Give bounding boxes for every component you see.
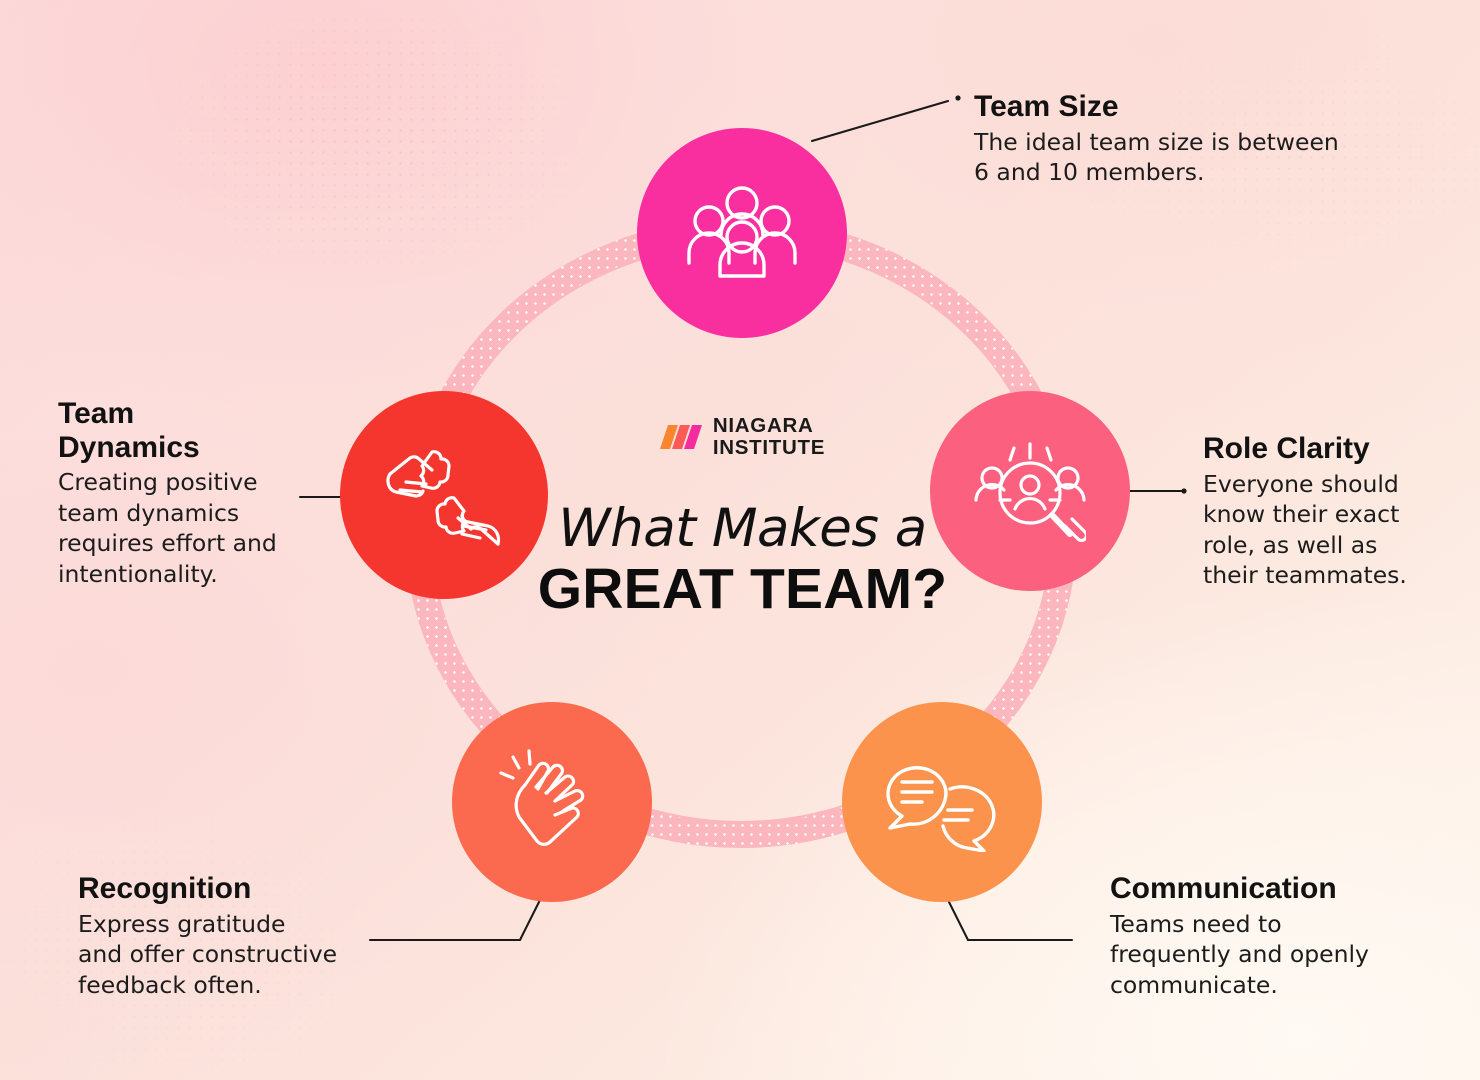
callout-title-role-clarity: Role Clarity xyxy=(1203,432,1370,465)
dot-texture-top-left xyxy=(120,0,680,290)
callout-title-team-dynamics: Team Dynamics xyxy=(58,397,200,464)
connector-dot-role-clarity xyxy=(1181,488,1187,494)
callout-body-communication: Teams need to frequently and openly comm… xyxy=(1110,909,1369,999)
callout-title-recognition: Recognition xyxy=(78,872,252,905)
puzzle-hands-icon xyxy=(386,450,501,546)
callout-title-communication: Communication xyxy=(1110,872,1337,905)
node-recognition[interactable] xyxy=(452,702,652,902)
node-team-size[interactable] xyxy=(637,128,847,338)
callout-team-dynamics: Team Dynamics Creating positive team dyn… xyxy=(58,397,320,589)
node-role-clarity[interactable] xyxy=(930,391,1130,591)
headline-line-2: GREAT TEAM? xyxy=(537,557,948,622)
callout-communication: Communication Teams need to frequently a… xyxy=(1110,872,1430,1000)
person-magnifier-icon xyxy=(974,442,1086,543)
callout-role-clarity: Role Clarity Everyone should know their … xyxy=(1203,432,1453,591)
logo-line-1: NIAGARA xyxy=(712,414,814,437)
callout-body-team-dynamics: Creating positive team dynamics requires… xyxy=(58,468,277,588)
callout-team-size: Team Size The ideal team size is between… xyxy=(974,90,1404,188)
callout-recognition: Recognition Express gratitude and offer … xyxy=(78,872,398,1000)
connector-dot-team-size xyxy=(955,95,961,101)
headline-line-1: What Makes a xyxy=(558,498,927,560)
callout-body-recognition: Express gratitude and offer constructive… xyxy=(78,909,338,999)
callout-body-team-size: The ideal team size is between 6 and 10 … xyxy=(974,127,1339,187)
clapping-hands-icon xyxy=(499,749,585,846)
group-people-icon xyxy=(687,186,797,278)
niagara-institute-logo: NIAGARA INSTITUTE xyxy=(470,415,1015,458)
callout-body-role-clarity: Everyone should know their exact role, a… xyxy=(1203,469,1407,590)
logo-wordmark: NIAGARA INSTITUTE xyxy=(713,415,825,458)
node-team-dynamics[interactable] xyxy=(340,391,548,599)
speech-bubbles-icon xyxy=(886,766,996,852)
connector-team-size xyxy=(810,99,950,143)
logo-line-2: INSTITUTE xyxy=(712,435,826,459)
node-communication[interactable] xyxy=(842,702,1042,902)
callout-title-team-size: Team Size xyxy=(974,90,1119,123)
logo-mark-icon xyxy=(659,424,702,449)
center-brand-block: NIAGARA INSTITUTE What Makes a GREAT TEA… xyxy=(470,415,1015,621)
